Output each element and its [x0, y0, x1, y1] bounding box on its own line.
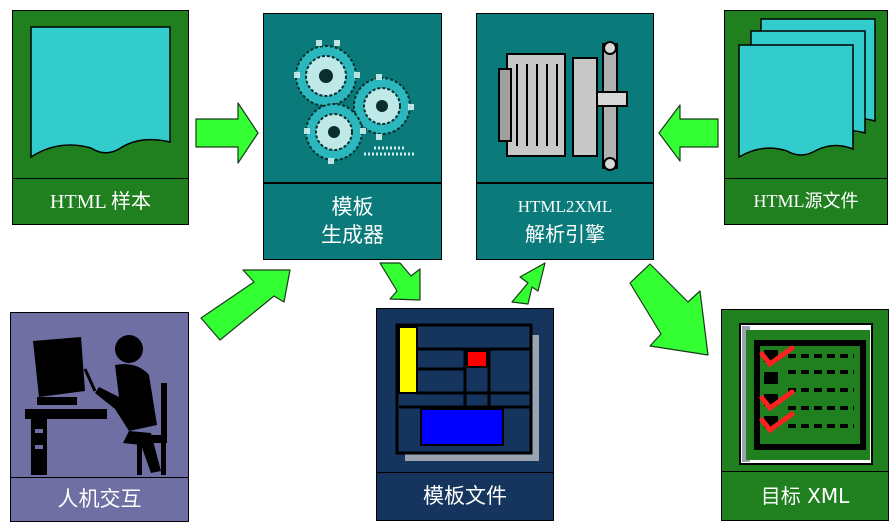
node-template-generator-label: 模板 生成器 [263, 183, 442, 260]
arrow-sample-to-generator [195, 102, 259, 164]
node-label: 人机交互 [10, 477, 189, 522]
checklist-icon [739, 323, 873, 465]
label-line1: HTML2XML [517, 196, 613, 216]
label-line2: 生成器 [321, 223, 384, 247]
label-text: 模板文件 [423, 483, 507, 508]
node-label: 模板文件 [376, 472, 554, 521]
operator-at-computer-icon [25, 335, 167, 475]
template-layout-icon [395, 323, 539, 461]
label-line1: 模板 [331, 194, 374, 219]
node-template-file: 模板文件 [376, 308, 554, 521]
arrow-generator-to-template-file [379, 262, 421, 301]
arrow-human-to-generator [200, 269, 291, 341]
stacked-documents-icon [738, 18, 876, 159]
node-html-sample: HTML 样本 [12, 10, 189, 225]
node-parser-engine-label: HTML2XML 解析引擎 [476, 183, 654, 260]
arrow-parser-to-target-xml [629, 263, 709, 356]
node-label: HTML 样本 [12, 178, 189, 225]
gears-icon [294, 40, 414, 164]
node-human-interaction: 人机交互 [10, 312, 189, 522]
label-text: 人机交互 [57, 486, 142, 511]
label-text: 目标 XML [760, 484, 850, 508]
arrow-template-file-to-parser [511, 262, 546, 305]
label-line2: 解析引擎 [525, 222, 605, 247]
parser-icon-panel [476, 13, 654, 183]
arrow-source-to-parser [658, 104, 719, 162]
label-text: HTML 样本 [50, 190, 151, 213]
node-html-source: HTML源文件 [724, 10, 888, 225]
node-label: HTML源文件 [724, 178, 888, 225]
engine-plug-icon [498, 41, 628, 171]
generator-icon-panel [263, 13, 442, 183]
node-label: 目标 XML [721, 471, 889, 521]
document-icon [30, 26, 171, 159]
label-text: HTML源文件 [753, 190, 859, 211]
node-target-xml: 目标 XML [721, 309, 889, 521]
